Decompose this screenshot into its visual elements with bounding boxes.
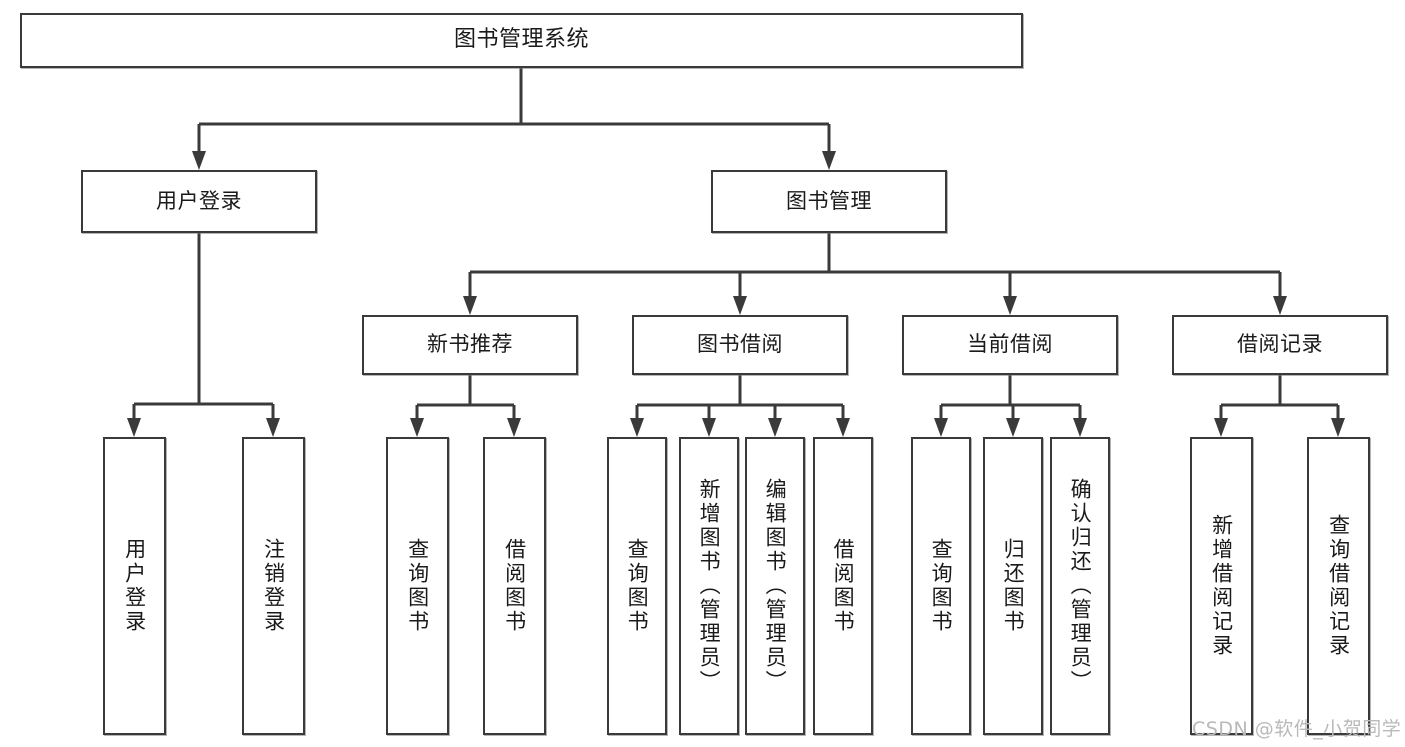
node-label: 图书管理系统: [453, 27, 589, 53]
node-root[interactable]: 图书管理系统: [20, 13, 1023, 68]
node-leaf-query-book-rec[interactable]: 查询图书: [386, 437, 449, 735]
bus-book-borrow-arrow-1: [702, 418, 716, 437]
node-leaf-logout[interactable]: 注销登录: [242, 437, 305, 735]
node-label: 查询图书: [929, 538, 954, 634]
node-label: 编辑图书（管理员）: [763, 478, 788, 694]
bus-book-manage-arrow-0: [463, 296, 477, 315]
bus-book-manage-arrow-2: [1003, 296, 1017, 315]
node-borrow-record[interactable]: 借阅记录: [1172, 315, 1388, 375]
bus-book-manage-arrow-3: [1273, 296, 1287, 315]
node-leaf-query-book-borrow[interactable]: 查询图书: [607, 437, 667, 735]
node-label: 新增图书（管理员）: [697, 478, 722, 694]
node-leaf-user-login[interactable]: 用户登录: [103, 437, 166, 735]
bus-current-borrow-arrow-2: [1073, 418, 1087, 437]
bus-user-login-arrow-0: [127, 418, 141, 437]
bus-borrow-record-arrow-1: [1331, 418, 1345, 437]
node-new-book-recommend[interactable]: 新书推荐: [362, 315, 578, 375]
bus-new-book-arrow-1: [507, 418, 521, 437]
node-leaf-borrow-book-rec[interactable]: 借阅图书: [483, 437, 546, 735]
node-leaf-borrow-book[interactable]: 借阅图书: [813, 437, 873, 735]
bus-current-borrow-arrow-1: [1006, 418, 1020, 437]
node-label: 用户登录: [156, 188, 242, 213]
node-label: 确认归还（管理员）: [1068, 478, 1093, 694]
node-label: 用户登录: [122, 538, 147, 634]
node-label: 归还图书: [1001, 538, 1026, 634]
node-leaf-return-book[interactable]: 归还图书: [983, 437, 1043, 735]
node-book-borrow[interactable]: 图书借阅: [632, 315, 848, 375]
node-label: 图书管理: [786, 188, 872, 213]
node-label: 借阅图书: [831, 538, 856, 634]
node-label: 当前借阅: [967, 332, 1053, 357]
csdn-watermark: CSDN @软件_小贺同学: [1192, 718, 1402, 740]
node-leaf-add-borrow-record[interactable]: 新增借阅记录: [1190, 437, 1253, 735]
bus-borrow-record-arrow-0: [1214, 418, 1228, 437]
bus-book-borrow-arrow-0: [630, 418, 644, 437]
node-leaf-query-book-cur[interactable]: 查询图书: [911, 437, 971, 735]
node-label: 图书借阅: [697, 332, 783, 357]
node-leaf-add-book-admin[interactable]: 新增图书（管理员）: [679, 437, 739, 735]
bus-book-borrow-arrow-3: [836, 418, 850, 437]
node-label: 借阅记录: [1237, 332, 1323, 357]
node-label: 查询图书: [625, 538, 650, 634]
node-label: 借阅图书: [502, 538, 527, 634]
node-label: 新增借阅记录: [1209, 514, 1234, 658]
node-label: 新书推荐: [427, 332, 513, 357]
node-label: 查询图书: [405, 538, 430, 634]
node-book-manage[interactable]: 图书管理: [711, 170, 947, 233]
bus-book-borrow-arrow-2: [768, 418, 782, 437]
bus-new-book-arrow-0: [410, 418, 424, 437]
bus-user-login-arrow-1: [266, 418, 280, 437]
node-label: 注销登录: [261, 538, 286, 634]
bus-book-manage-arrow-1: [733, 296, 747, 315]
bus-root-arrow-0: [192, 151, 206, 170]
bus-current-borrow-arrow-0: [934, 418, 948, 437]
node-user-login[interactable]: 用户登录: [81, 170, 317, 233]
bus-root-arrow-1: [822, 151, 836, 170]
node-leaf-query-borrow-record[interactable]: 查询借阅记录: [1307, 437, 1370, 735]
node-current-borrow[interactable]: 当前借阅: [902, 315, 1118, 375]
node-label: 查询借阅记录: [1326, 514, 1351, 658]
node-leaf-confirm-return-admin[interactable]: 确认归还（管理员）: [1050, 437, 1110, 735]
node-leaf-edit-book-admin[interactable]: 编辑图书（管理员）: [745, 437, 805, 735]
